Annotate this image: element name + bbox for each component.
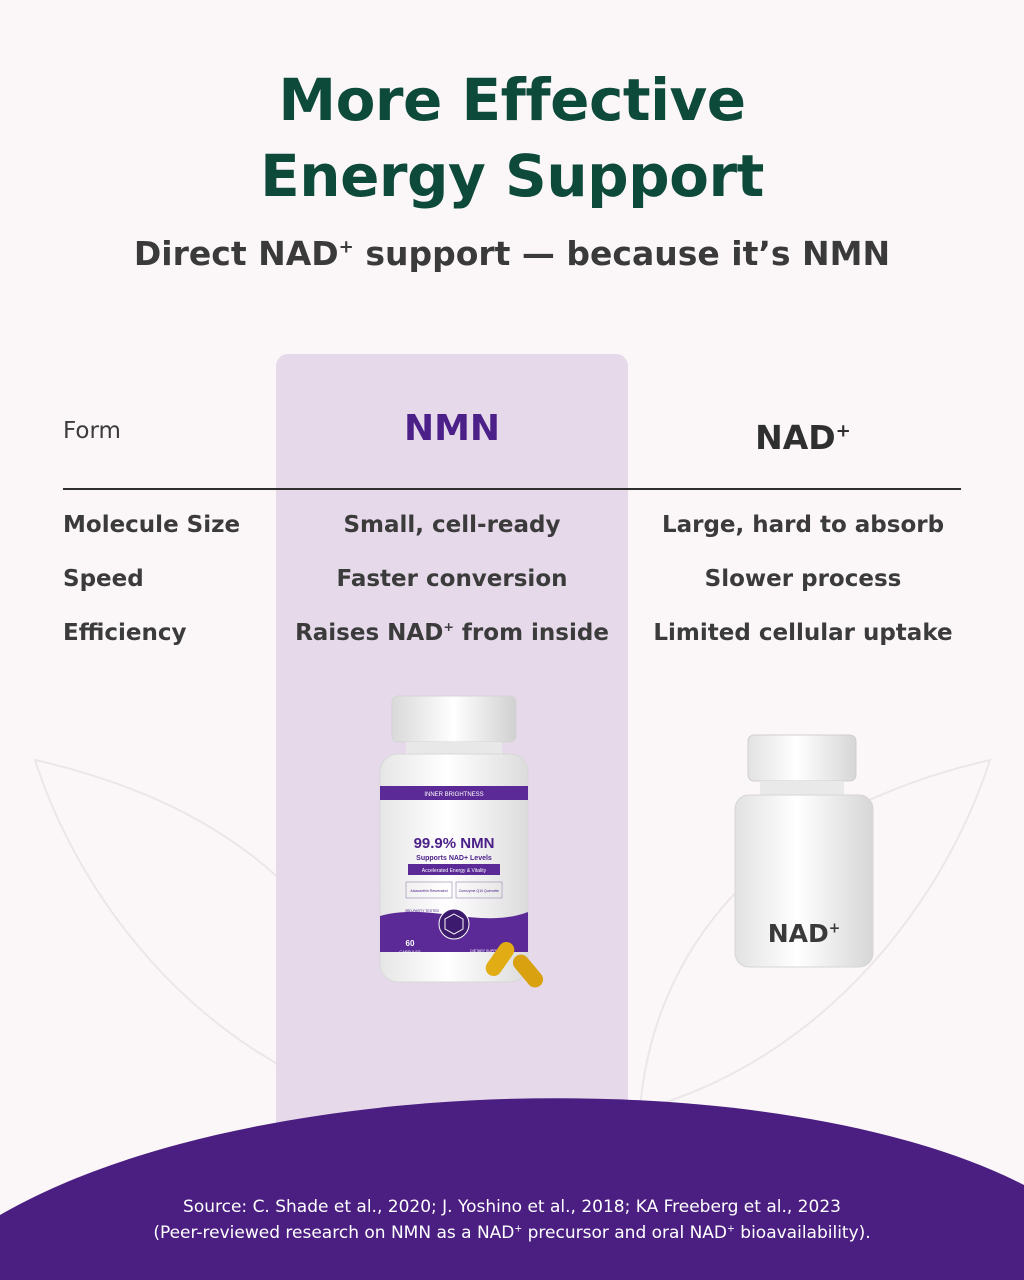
source-line-2-sup-2: + [727, 1223, 735, 1235]
source-line-2-a: (Peer-reviewed research on NMN as a NAD [153, 1223, 515, 1243]
nmn-count-unit: CAPSULES [399, 949, 421, 954]
source-line-1: Source: C. Shade et al., 2020; J. Yoshin… [183, 1197, 841, 1217]
nmn-speed: Faster conversion [336, 566, 568, 592]
page-subtitle: Direct NAD+ support — because it’s NMN [0, 232, 1024, 276]
header-form-label: Form [63, 418, 121, 444]
nmn-molecule-size: Small, cell-ready [343, 512, 561, 538]
table-divider [63, 488, 961, 490]
nmn-efficiency-pre: Raises NAD [295, 620, 444, 646]
title-line-2: Energy Support [260, 142, 764, 210]
title-line-1: More Effective [278, 66, 746, 134]
nmn-bottle-cap [391, 695, 517, 743]
nmn-tagline-band [408, 864, 500, 875]
nad-plain-bottle: NAD+ [734, 733, 874, 969]
nmn-molecule-icon [438, 908, 470, 940]
header-nad-sup: + [835, 420, 851, 442]
nad-molecule-size: Large, hard to absorb [661, 512, 945, 538]
footer-purple-wave [0, 1098, 1024, 1280]
nad-bottle-label-sup: + [828, 920, 841, 937]
nad-bottle-label-main: NAD [767, 919, 829, 948]
row-label-molecule-size: Molecule Size [63, 512, 241, 538]
nmn-efficiency-sup: + [443, 619, 454, 635]
header-nad-main: NAD [755, 418, 836, 457]
nmn-efficiency-post: from inside [453, 620, 609, 646]
nmn-claim: Supports NAD+ Levels [416, 855, 492, 862]
row-label-speed: Speed [63, 566, 144, 592]
nmn-tagline: Accelerated Energy & Vitality [422, 868, 487, 874]
header-nad: NAD+ [628, 418, 978, 457]
nad-efficiency: Limited cellular uptake [653, 620, 953, 646]
nmn-ingredient-2: Coenzyme Q10 Quercetin [459, 889, 500, 893]
source-line-2-c: bioavailability). [734, 1223, 871, 1243]
capsule-icon [485, 941, 544, 988]
header-nmn: NMN [403, 408, 501, 449]
source-line-2: (Peer-reviewed research on NMN as a NAD+… [0, 1220, 1024, 1246]
source-line-2-sup-1: + [514, 1223, 523, 1235]
source-line-2-b: precursor and oral NAD [522, 1223, 728, 1243]
nmn-efficiency: Raises NAD+ from inside [276, 620, 628, 646]
nmn-badge: 3RD-PARTY TESTED [405, 909, 440, 913]
subtitle-sup: + [338, 236, 354, 258]
nmn-product-name: 99.9% NMN [414, 835, 495, 852]
subtitle-post: support — because it’s NMN [353, 234, 891, 273]
row-label-efficiency: Efficiency [63, 620, 187, 646]
nad-speed: Slower process [704, 566, 902, 592]
nmn-brand: INNER BRIGHTNESS [424, 792, 483, 798]
subtitle-pre: Direct NAD [133, 234, 339, 273]
nmn-count: 60 [406, 939, 415, 948]
nad-bottle-graphic [734, 734, 874, 968]
nad-bottle-cap [747, 734, 857, 782]
page-title: More Effective Energy Support [0, 62, 1024, 214]
nad-bottle-label: NAD+ [734, 919, 874, 948]
source-citation: Source: C. Shade et al., 2020; J. Yoshin… [0, 1194, 1024, 1246]
nmn-label-top-band [380, 786, 528, 800]
nmn-product-bottle: INNER BRIGHTNESS 99.9% NMN Supports NAD+… [379, 695, 544, 988]
nmn-ingredient-1: Astaxanthin Resveratrol [410, 889, 447, 893]
nad-bottle-body [734, 794, 874, 968]
nmn-category: DIETARY SUPPLEMENT [470, 949, 510, 953]
